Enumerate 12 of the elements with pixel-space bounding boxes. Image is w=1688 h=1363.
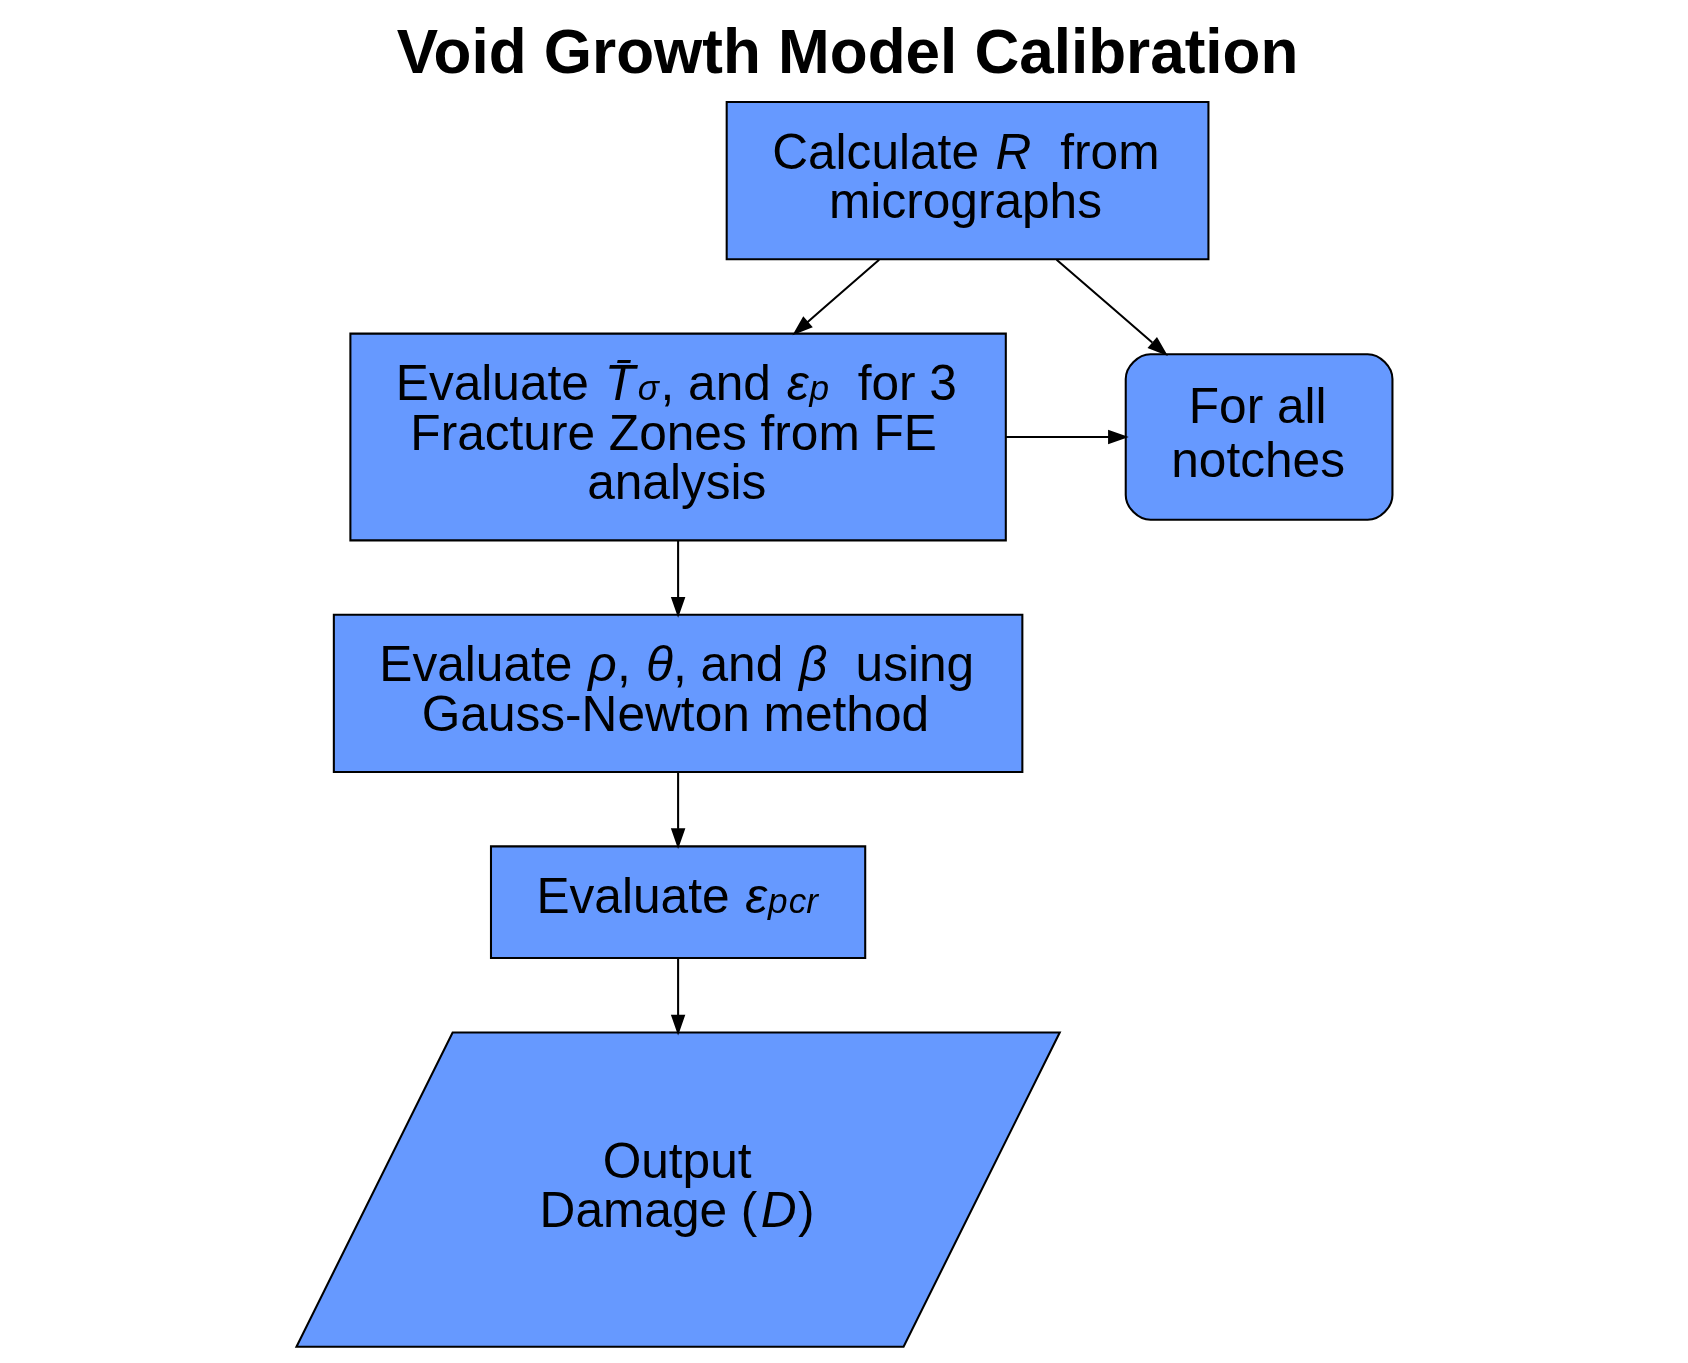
node-box: Evaluate T̄σ, and εp for 3 Fracture Zones from FE analysis — [348, 332, 1007, 541]
arrow — [670, 540, 685, 618]
arrow — [1005, 429, 1129, 444]
node-box: Calculate R from micrographs — [725, 100, 1209, 260]
arrow — [670, 771, 685, 849]
arrow — [791, 258, 880, 335]
diagram-title: Void Growth Model Calibration — [396, 16, 1298, 86]
node-box: Evaluate εpcr — [489, 844, 866, 959]
node-box: For all notches — [1124, 352, 1393, 521]
arrow — [1055, 258, 1168, 356]
node-box: Evaluate ρ, θ, and β using Gauss-Newton method — [332, 613, 1023, 773]
arrow — [670, 957, 685, 1035]
